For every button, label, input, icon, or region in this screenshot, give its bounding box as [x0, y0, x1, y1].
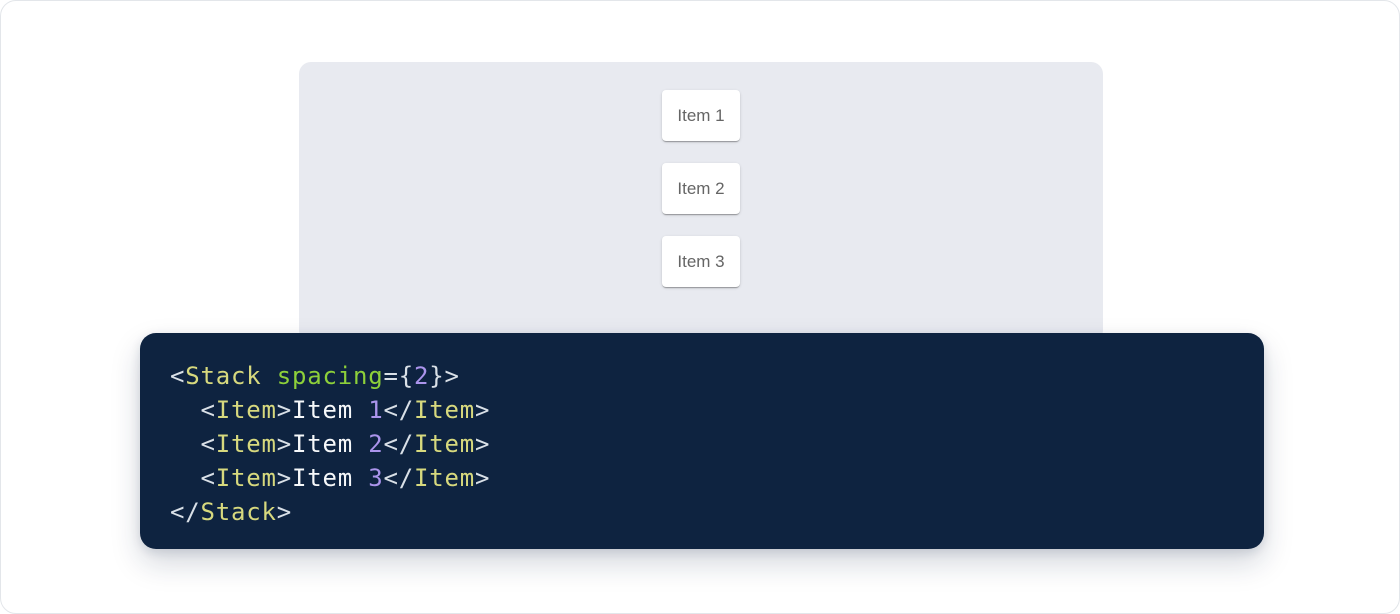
code-token-punct: > — [276, 464, 292, 492]
code-block: <Stack spacing={2}> <Item>Item 1</Item> … — [140, 333, 1264, 549]
code-token-plain — [262, 362, 277, 390]
code-token-punct: > — [276, 430, 292, 458]
code-token-punct: < — [200, 430, 216, 458]
code-token-punct: }> — [429, 362, 460, 390]
stack-item: Item 3 — [662, 236, 740, 287]
stack-item: Item 2 — [662, 163, 740, 214]
code-token-punct: ={ — [383, 362, 414, 390]
code-token-punct: </ — [170, 498, 201, 526]
code-token-num: 3 — [368, 464, 384, 492]
code-token-punct: < — [200, 396, 216, 424]
code-token-plain: Item — [292, 430, 369, 458]
code-token-plain — [170, 464, 201, 492]
code-token-tag: Item — [414, 464, 475, 492]
code-token-tag: Item — [414, 430, 475, 458]
code-token-punct: </ — [383, 430, 414, 458]
code-token-plain — [170, 430, 201, 458]
code-line: <Item>Item 3</Item> — [170, 461, 1234, 495]
code-token-plain — [170, 396, 201, 424]
code-token-punct: < — [200, 464, 216, 492]
code-token-punct: < — [170, 362, 186, 390]
code-line: <Item>Item 2</Item> — [170, 427, 1234, 461]
code-token-punct: > — [475, 430, 491, 458]
code-content: <Stack spacing={2}> <Item>Item 1</Item> … — [170, 359, 1234, 529]
code-token-tag: Item — [414, 396, 475, 424]
code-token-punct: > — [475, 464, 491, 492]
code-token-tag: Stack — [200, 498, 277, 526]
code-token-punct: > — [276, 396, 292, 424]
code-line: </Stack> — [170, 495, 1234, 529]
code-token-punct: </ — [383, 464, 414, 492]
code-token-punct: > — [475, 396, 491, 424]
code-token-tag: Item — [215, 396, 277, 424]
stack-demo: Item 1 Item 2 Item 3 — [299, 62, 1103, 287]
code-token-plain: Item — [292, 464, 369, 492]
code-token-attr: spacing — [276, 362, 384, 390]
code-token-num: 2 — [368, 430, 384, 458]
code-token-tag: Stack — [185, 362, 262, 390]
code-token-tag: Item — [215, 430, 277, 458]
demo-panel: Item 1 Item 2 Item 3 — [299, 62, 1103, 342]
code-token-num: 1 — [368, 396, 384, 424]
code-token-plain: Item — [292, 396, 369, 424]
code-line: <Item>Item 1</Item> — [170, 393, 1234, 427]
code-token-num: 2 — [414, 362, 430, 390]
stack-item: Item 1 — [662, 90, 740, 141]
code-token-punct: </ — [383, 396, 414, 424]
code-token-tag: Item — [215, 464, 277, 492]
code-token-punct: > — [276, 498, 292, 526]
code-line: <Stack spacing={2}> — [170, 359, 1234, 393]
